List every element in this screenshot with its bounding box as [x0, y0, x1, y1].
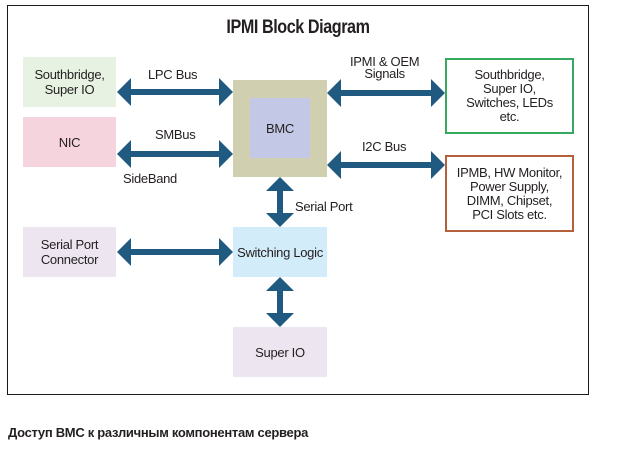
label-i2c-bus: I2C Bus — [362, 139, 407, 154]
node-nic: NIC — [23, 117, 116, 167]
node-southbridge-left: Southbridge, Super IO — [23, 57, 116, 107]
label-lpc-bus: LPC Bus — [148, 67, 198, 82]
arrow-smbus — [117, 140, 233, 168]
node-bmc: BMC — [250, 98, 310, 158]
label-sideband: SideBand — [123, 171, 177, 186]
node-ipmb-hw-monitor: IPMB, HW Monitor, Power Supply, DIMM, Ch… — [445, 155, 574, 232]
node-super-io: Super IO — [233, 327, 327, 377]
node-switching-logic: Switching Logic — [233, 227, 327, 277]
arrow-super-io — [266, 277, 294, 327]
label-ipmi-oem-signals: IPMI & OEM Signals — [350, 54, 420, 81]
node-southbridge-right: Southbridge, Super IO, Switches, LEDs et… — [445, 58, 574, 134]
diagram-title: IPMI Block Diagram — [226, 17, 370, 38]
figure-caption: Доступ BMC к различным компонентам серве… — [8, 425, 309, 440]
arrow-ipmi-oem — [327, 79, 445, 107]
diagram-frame — [7, 5, 589, 395]
label-smbus: SMBus — [155, 127, 196, 142]
label-serial-port: Serial Port — [295, 199, 353, 214]
arrow-i2c-bus — [327, 151, 445, 179]
arrow-serial-connector — [117, 238, 233, 266]
arrow-serial-port — [266, 177, 294, 227]
arrow-lpc-bus — [117, 78, 233, 106]
node-serial-port-connector: Serial Port Connector — [23, 227, 116, 277]
